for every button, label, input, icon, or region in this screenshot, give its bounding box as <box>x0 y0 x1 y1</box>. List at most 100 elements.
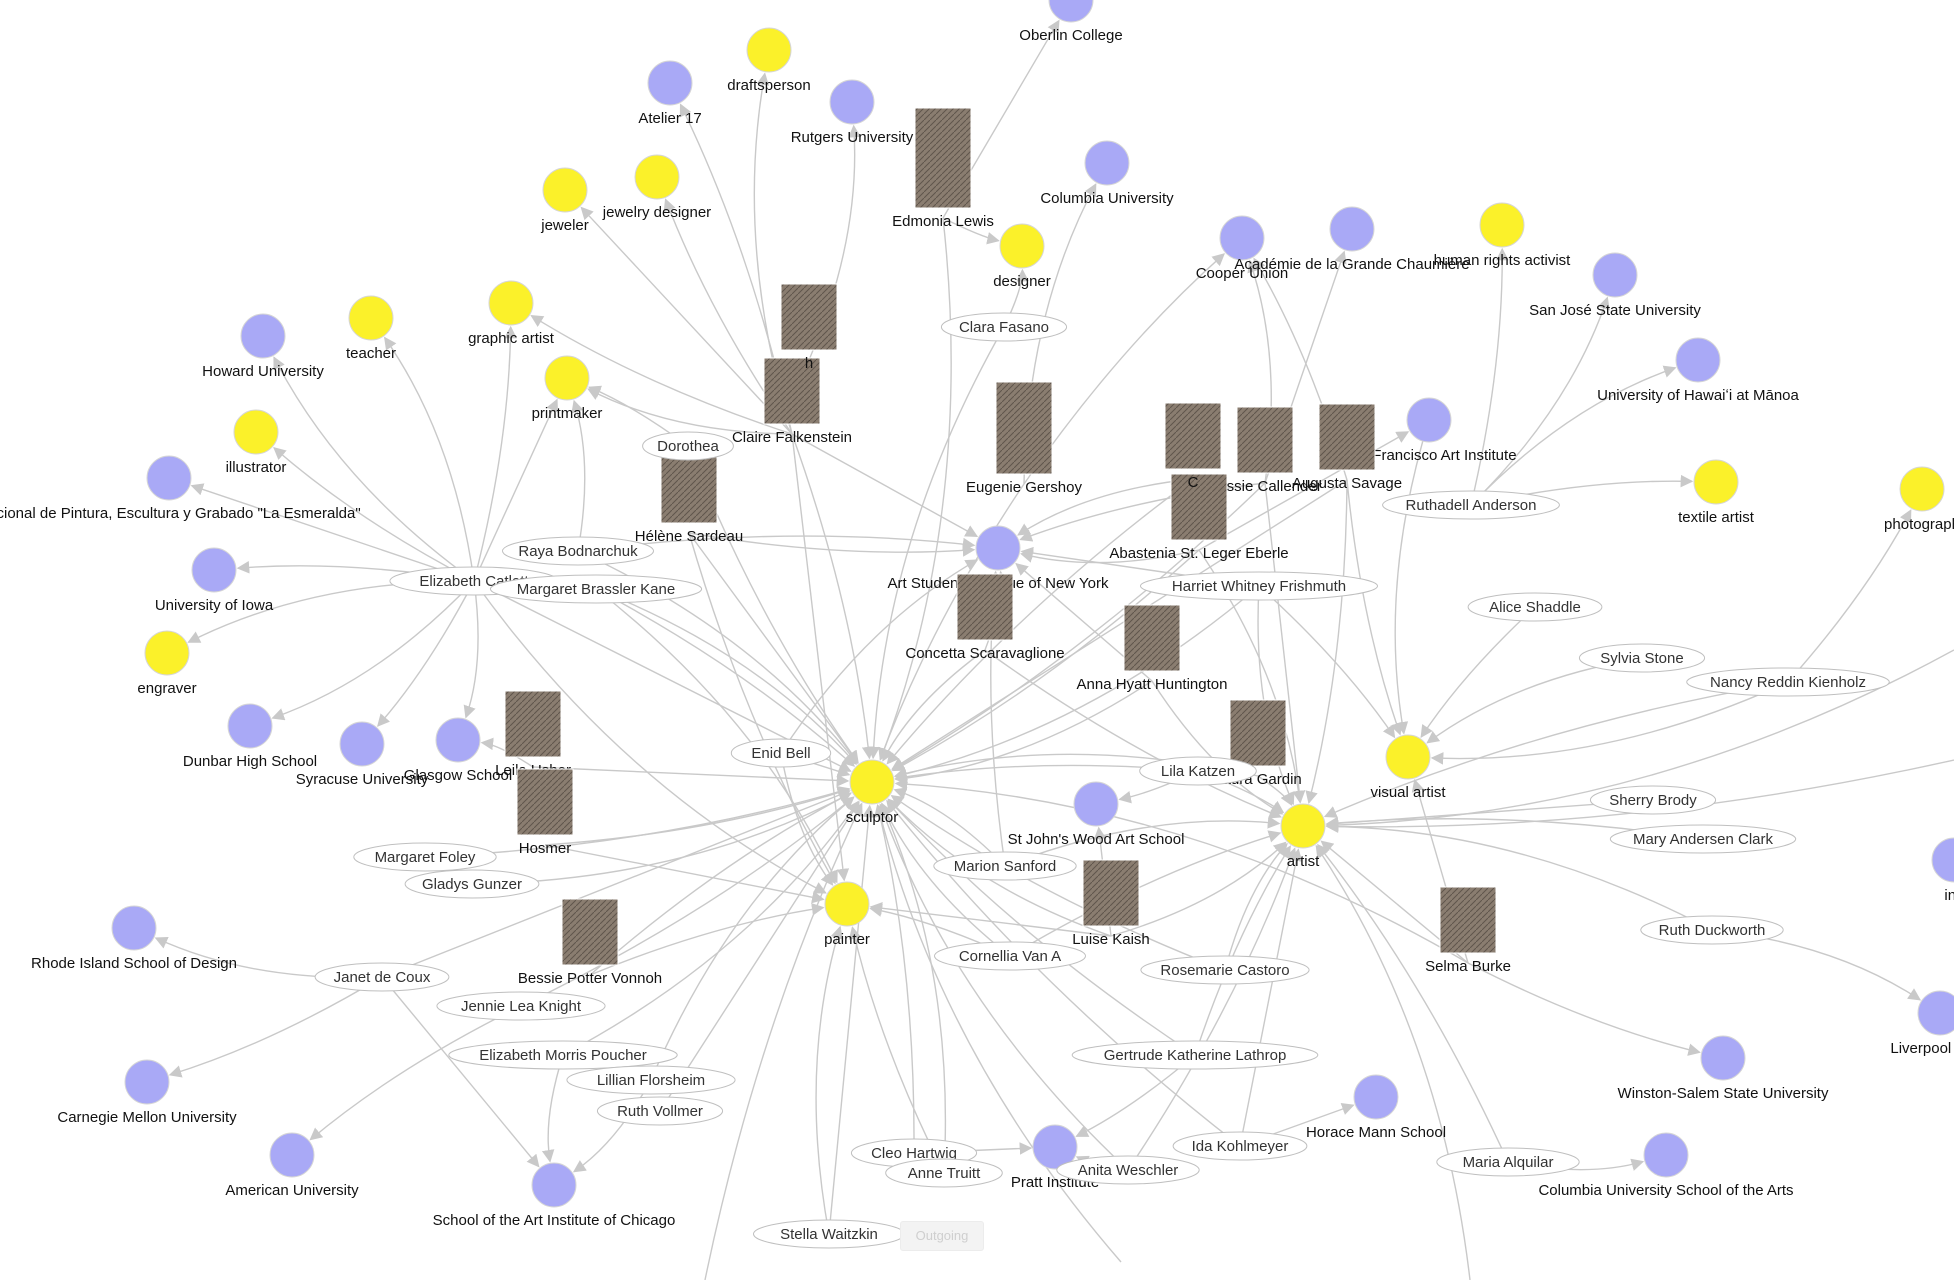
person-node-maria[interactable]: Maria Alquilar <box>1436 1147 1580 1177</box>
person-ellipse[interactable] <box>489 574 703 604</box>
occupation-circle[interactable] <box>348 295 394 341</box>
person-ellipse[interactable] <box>1589 785 1717 815</box>
institution-node-sfai[interactable]: San Francisco Art Institute <box>1341 397 1517 464</box>
person-ellipse[interactable] <box>642 431 734 461</box>
person-node-janet[interactable]: Janet de Coux <box>314 962 450 992</box>
person-photo-node-eugenie[interactable]: Eugenie Gershoy <box>966 381 1082 496</box>
person-node-ida[interactable]: Ida Kohlmeyer <box>1172 1131 1308 1161</box>
institution-node-saic[interactable]: School of the Art Institute of Chicago <box>433 1162 676 1229</box>
portrait-photo[interactable] <box>1318 403 1376 471</box>
person-ellipse[interactable] <box>502 536 654 566</box>
person-ellipse[interactable] <box>596 1096 724 1126</box>
institution-circle[interactable] <box>1084 140 1130 186</box>
person-ellipse[interactable] <box>1140 571 1378 601</box>
person-photo-node-top_photo[interactable] <box>780 283 838 351</box>
portrait-photo[interactable] <box>660 456 718 524</box>
person-node-clara[interactable]: Clara Fasano <box>940 312 1068 342</box>
institution-circle[interactable] <box>1592 252 1638 298</box>
person-node-ruth_v[interactable]: Ruth Vollmer <box>596 1096 724 1126</box>
institution-circle[interactable] <box>1917 990 1954 1036</box>
person-node-dorothea[interactable]: Dorothea <box>642 431 734 461</box>
person-ellipse[interactable] <box>885 1158 1003 1188</box>
person-photo-node-edmonia[interactable]: Edmonia Lewis <box>892 107 994 230</box>
institution-node-cmu[interactable]: Carnegie Mellon University <box>57 1059 237 1126</box>
person-ellipse[interactable] <box>1139 756 1257 786</box>
person-ellipse[interactable] <box>448 1040 678 1070</box>
occupation-node-human_rights[interactable]: human rights activist <box>1434 202 1572 269</box>
institution-node-liverpool[interactable]: Liverpool Colle <box>1890 990 1954 1057</box>
institution-circle[interactable] <box>146 455 192 501</box>
portrait-photo[interactable] <box>995 381 1053 475</box>
institution-circle[interactable] <box>1032 1124 1078 1170</box>
occupation-node-sculptor[interactable]: sculptor <box>846 759 899 826</box>
person-node-sylvia[interactable]: Sylvia Stone <box>1578 643 1706 673</box>
person-node-stella[interactable]: Stella Waitzkin <box>753 1219 905 1249</box>
occupation-circle[interactable] <box>999 223 1045 269</box>
person-ellipse[interactable] <box>933 851 1077 881</box>
institution-circle[interactable] <box>975 525 1021 571</box>
occupation-node-printmaker[interactable]: printmaker <box>532 355 603 422</box>
occupation-node-engraver[interactable]: engraver <box>137 630 197 697</box>
person-ellipse[interactable] <box>730 738 832 768</box>
person-ellipse[interactable] <box>1686 667 1890 697</box>
institution-circle[interactable] <box>1329 206 1375 252</box>
portrait-photo[interactable] <box>914 107 972 209</box>
person-photo-node-bessie_c[interactable]: Bessie Callender <box>1208 406 1322 495</box>
person-photo-node-laura[interactable]: Laura Gardin <box>1214 699 1302 788</box>
institution-node-rutgers[interactable]: Rutgers University <box>791 79 914 146</box>
institution-circle[interactable] <box>269 1132 315 1178</box>
occupation-circle[interactable] <box>1899 466 1945 512</box>
portrait-photo[interactable] <box>1229 699 1287 767</box>
person-photo-node-selma[interactable]: Selma Burke <box>1425 886 1511 975</box>
occupation-node-teacher[interactable]: teacher <box>346 295 396 362</box>
occupation-node-draftsperson[interactable]: draftsperson <box>727 27 811 94</box>
occupation-node-textile_artist[interactable]: textile artist <box>1678 459 1755 526</box>
institution-circle[interactable] <box>1073 781 1119 827</box>
person-ellipse[interactable] <box>934 941 1086 971</box>
occupation-circle[interactable] <box>144 630 190 676</box>
person-node-rosemarie[interactable]: Rosemarie Castoro <box>1140 955 1310 985</box>
institution-node-hawaii[interactable]: University of Hawaiʻi at Mānoa <box>1597 337 1800 404</box>
portrait-photo[interactable] <box>1236 406 1294 474</box>
institution-node-horace[interactable]: Horace Mann School <box>1306 1074 1446 1141</box>
institution-circle[interactable] <box>1643 1132 1689 1178</box>
person-photo-node-anna_h[interactable]: Anna Hyatt Huntington <box>1077 604 1228 693</box>
occupation-circle[interactable] <box>544 355 590 401</box>
institution-circle[interactable] <box>1353 1074 1399 1120</box>
person-node-margaret_f[interactable]: Margaret Foley <box>353 842 497 872</box>
person-photo-node-hosmer[interactable]: Hosmer <box>516 768 574 857</box>
institution-node-esmeralda[interactable]: Nacional de Pintura, Escultura y Grabado… <box>0 455 361 522</box>
person-photo-node-concetta[interactable]: Concetta Scaravaglione <box>905 573 1065 662</box>
person-node-marion[interactable]: Marion Sanford <box>933 851 1077 881</box>
institution-node-academie[interactable]: Académie de la Grande Chaumière <box>1234 206 1470 273</box>
person-node-nancy[interactable]: Nancy Reddin Kienholz <box>1686 667 1890 697</box>
person-node-elizabeth_mp[interactable]: Elizabeth Morris Poucher <box>448 1040 678 1070</box>
person-ellipse[interactable] <box>1436 1147 1580 1177</box>
occupation-circle[interactable] <box>634 154 680 200</box>
portrait-photo[interactable] <box>763 357 821 425</box>
institution-node-oberlin[interactable]: Oberlin College <box>1019 0 1123 44</box>
person-ellipse[interactable] <box>1640 915 1784 945</box>
person-ellipse[interactable] <box>353 842 497 872</box>
person-photo-node-leila[interactable]: Leila Usher <box>495 690 571 779</box>
portrait-photo[interactable] <box>504 690 562 758</box>
person-node-raya[interactable]: Raya Bodnarchuk <box>502 536 654 566</box>
occupation-circle[interactable] <box>233 409 279 455</box>
institution-circle[interactable] <box>531 1162 577 1208</box>
person-photo-node-augusta[interactable]: Augusta Savage <box>1292 403 1402 492</box>
institution-circle[interactable] <box>829 79 875 125</box>
portrait-photo[interactable] <box>1123 604 1181 672</box>
person-node-ruth_d[interactable]: Ruth Duckworth <box>1640 915 1784 945</box>
institution-circle[interactable] <box>111 905 157 951</box>
person-node-jennie[interactable]: Jennie Lea Knight <box>436 991 606 1021</box>
portrait-photo[interactable] <box>516 768 574 836</box>
occupation-node-jeweler[interactable]: jeweler <box>540 167 589 234</box>
institution-node-iowa[interactable]: University of Iowa <box>155 547 274 614</box>
person-ellipse[interactable] <box>566 1065 736 1095</box>
person-ellipse[interactable] <box>1382 490 1560 520</box>
person-photo-node-helene[interactable]: Hélène Sardeau <box>635 456 743 545</box>
person-photo-node-luise[interactable]: Luise Kaish <box>1072 859 1150 948</box>
person-node-cornellia[interactable]: Cornellia Van A <box>934 941 1086 971</box>
